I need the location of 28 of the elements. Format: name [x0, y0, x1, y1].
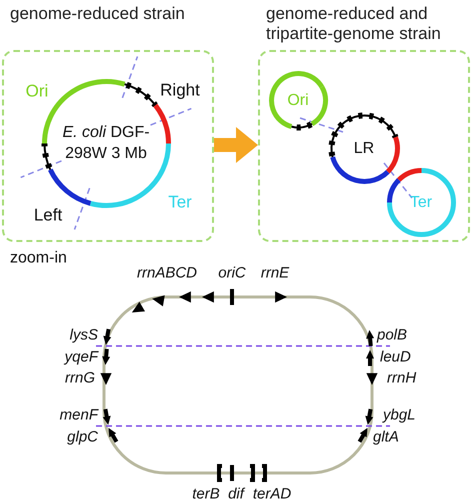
gene-label: rrnABCD [137, 264, 197, 282]
gene-label: oriC [218, 264, 246, 282]
gene-label: rrnG [65, 370, 95, 386]
gene-label: polB [377, 326, 408, 344]
gene-label: rrnH [387, 370, 416, 386]
gene-label: glpC [67, 428, 98, 446]
ring-label: LR [352, 138, 376, 158]
gene-label: yqeF [64, 348, 98, 366]
gene-label: menF [60, 406, 98, 424]
gene-label: leuD [380, 348, 411, 366]
region-label: Left [34, 206, 62, 224]
region-label: Ori [26, 82, 48, 100]
gene-label: gltA [373, 428, 399, 446]
gene-label: terB [192, 486, 220, 502]
ring-label: E. coli DGF-298W 3 Mb [61, 123, 151, 164]
gene-label: dif [228, 486, 244, 502]
region-label: Right [160, 82, 200, 98]
panel-heading: genome-reduced strain [10, 4, 186, 24]
region-label: Ter [168, 194, 192, 210]
ring-label: Ter [408, 192, 434, 212]
arrow [214, 127, 258, 163]
gene-label: rrnE [260, 264, 290, 282]
ring-label: Ori [286, 90, 310, 110]
gene-label: terAD [252, 486, 292, 502]
gene-label: ybgL [383, 406, 416, 424]
panel-heading: genome-reduced and tripartite-genome strain [266, 4, 442, 44]
gene-label: lysS [70, 326, 98, 344]
section-label: zoom-in [10, 250, 67, 266]
